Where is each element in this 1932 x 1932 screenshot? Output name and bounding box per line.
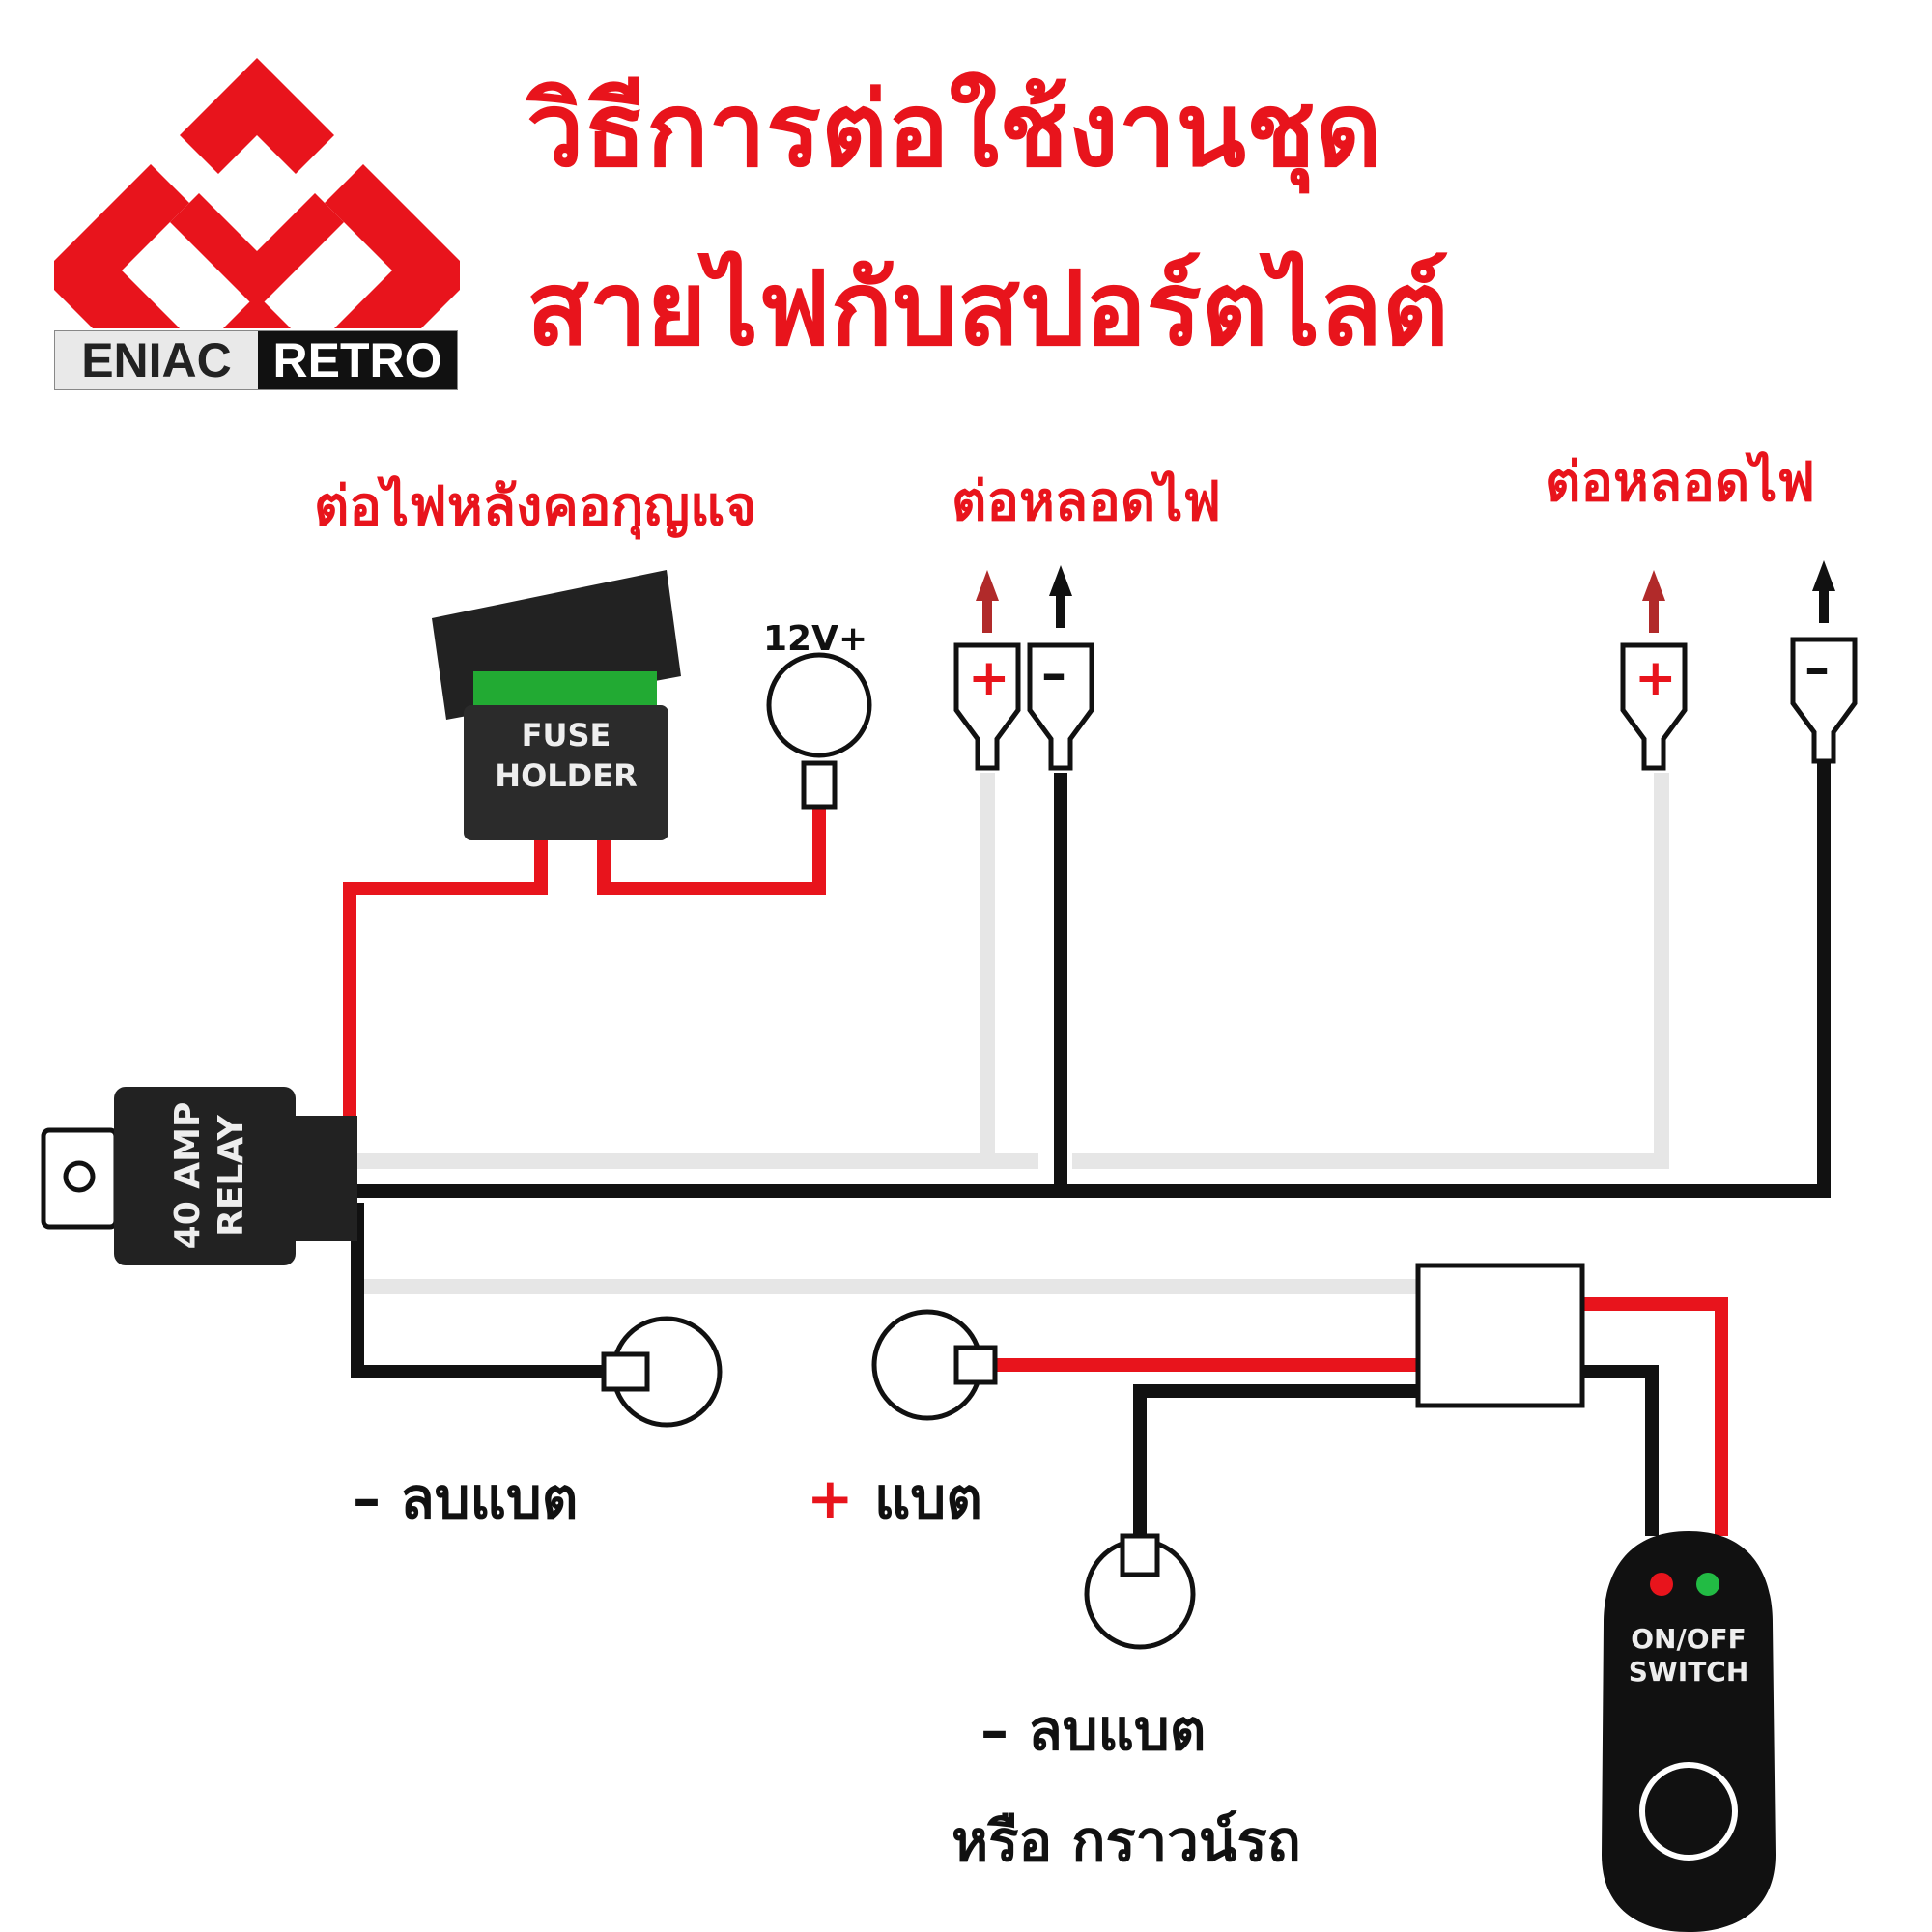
relay-label-1: 40 AMP <box>168 1101 208 1250</box>
black-wire-switch <box>1582 1365 1659 1536</box>
voltage-label: 12V+ <box>763 619 868 659</box>
label-ignition: ต่อไฟหลังคอกุญแจ <box>314 475 757 538</box>
red-wire-fuse-to-12v <box>597 807 826 895</box>
plus-symbol-left: + <box>968 649 1010 707</box>
ring-terminal-ground <box>1084 1538 1196 1650</box>
brand-right-text: RETRO <box>258 331 457 389</box>
label-pos-sign: + <box>807 1465 854 1531</box>
switch-label-1: ON/OFF <box>1631 1623 1747 1655</box>
label-ground: หรือ กราวน์รถ <box>952 1808 1301 1874</box>
switch-connector-box <box>1415 1263 1585 1408</box>
ring-terminal-neg-battery-stem <box>601 1351 650 1392</box>
ring-terminal-ground-stem <box>1120 1533 1160 1577</box>
black-wire-battery-neg <box>351 1203 604 1378</box>
ring-terminal-12v <box>766 652 872 758</box>
black-wire-ground <box>1133 1384 1418 1546</box>
switch-led-red <box>1650 1573 1673 1596</box>
label-neg-battery: – ลบแบต <box>353 1465 579 1531</box>
title-line-1: วิธีการต่อใช้งานชุด <box>526 71 1382 189</box>
fuse-holder-label-2: HOLDER <box>495 757 638 794</box>
relay-side <box>290 1116 357 1241</box>
ring-terminal-neg-battery <box>611 1316 723 1428</box>
label-lamp-right: ต่อหลอดไฟ <box>1546 451 1816 514</box>
minus-symbol-left: – <box>1041 645 1066 703</box>
plus-symbol-right: + <box>1634 649 1677 707</box>
switch-button <box>1639 1762 1738 1861</box>
lamp-connector-neg-left <box>1027 642 1094 771</box>
lamp-connector-pos-right <box>1620 642 1688 771</box>
minus-symbol-right: – <box>1804 639 1830 697</box>
relay-label-2: RELAY <box>212 1115 251 1236</box>
signal-wire-main <box>357 773 1669 1169</box>
on-off-switch-body <box>1602 1531 1776 1932</box>
label-lamp-left: ต่อหลอดไฟ <box>952 470 1222 533</box>
lamp-connector-pos-left <box>953 642 1021 771</box>
brand-logo-icon <box>54 58 460 328</box>
ring-terminal-12v-stem <box>801 760 838 810</box>
lamp-connector-neg-right <box>1790 637 1858 764</box>
switch-led-green <box>1696 1573 1719 1596</box>
fuse-holder-body <box>464 705 668 840</box>
fuse-holder-label-1: FUSE <box>521 717 611 753</box>
brand-bar: ENIAC RETRO <box>54 330 458 390</box>
relay-tab-hole <box>63 1160 96 1193</box>
brand-left-text: ENIAC <box>55 331 258 389</box>
switch-label-2: SWITCH <box>1628 1656 1749 1688</box>
arrow-head-red-right <box>1642 570 1665 601</box>
label-neg-battery-2: – ลบแบต <box>980 1697 1207 1763</box>
title-line-2: สายไฟกับสปอร์ตไลต์ <box>526 249 1449 368</box>
ring-terminal-pos-battery-stem <box>953 1345 998 1385</box>
relay-body <box>114 1087 296 1265</box>
arrow-head-red-left <box>976 570 999 601</box>
red-wire-switch <box>1582 1297 1728 1536</box>
black-wire-main <box>357 753 1831 1198</box>
label-pos-battery: แบต <box>874 1465 982 1531</box>
red-wire-relay-to-fuse <box>343 840 548 1138</box>
arrow-head-black-left <box>1049 565 1072 596</box>
arrow-head-black-right <box>1812 560 1835 591</box>
